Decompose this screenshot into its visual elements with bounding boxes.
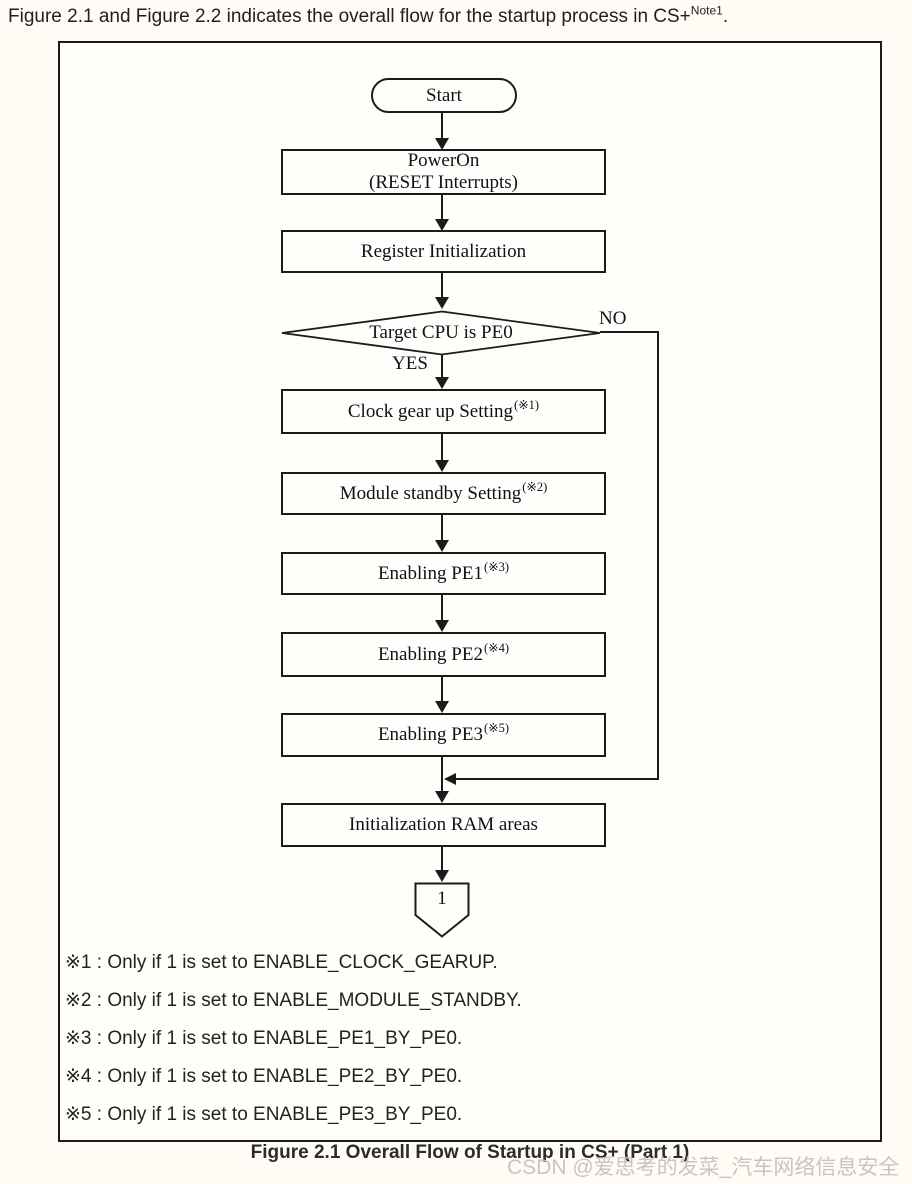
arrowhead-down-icon <box>435 377 449 389</box>
enable-pe1-note-ref: (※3) <box>483 559 510 574</box>
flow-node-enable-pe2: Enabling PE2(※4) <box>281 632 606 677</box>
connector-line <box>441 434 443 461</box>
watermark-text: CSDN @爱思考的发菜_汽车网络信息安全 <box>507 1156 900 1179</box>
arrowhead-down-icon <box>435 791 449 803</box>
flow-node-enable-pe1: Enabling PE1(※3) <box>281 552 606 595</box>
enable-pe3-note-ref: (※5) <box>483 721 510 735</box>
flow-node-poweron: PowerOn (RESET Interrupts) <box>281 149 606 195</box>
arrowhead-down-icon <box>435 701 449 713</box>
flow-node-enable-pe3-label: Enabling PE3 <box>377 724 483 745</box>
arrowhead-down-icon <box>435 138 449 150</box>
connector-line <box>441 515 443 541</box>
connector-line <box>441 195 443 220</box>
arrowhead-left-icon <box>444 773 456 785</box>
flow-node-poweron-line1: PowerOn <box>407 150 480 171</box>
note-superscript: Note1 <box>690 3 723 18</box>
enable-pe2-note-ref: (※4) <box>483 640 510 655</box>
flow-node-init-ram: Initialization RAM areas <box>281 803 606 847</box>
flow-node-enable-pe3: Enabling PE3(※5) <box>281 713 606 757</box>
connector-line <box>441 355 443 378</box>
flow-decision-target-cpu: Target CPU is PE0 <box>280 310 602 356</box>
footnote-4: ※4 : Only if 1 is set to ENABLE_PE2_BY_P… <box>65 1066 463 1087</box>
no-branch-line <box>454 778 659 780</box>
flow-node-start: Start <box>371 78 517 113</box>
connector-line <box>441 595 443 621</box>
flow-node-poweron-line2: (RESET Interrupts) <box>369 172 518 193</box>
flow-node-register-init: Register Initialization <box>281 230 606 273</box>
clock-gearup-note-ref: (※1) <box>514 397 540 412</box>
diamond-shape <box>281 310 601 356</box>
connector-line <box>441 677 443 702</box>
footnote-5: ※5 : Only if 1 is set to ENABLE_PE3_BY_P… <box>65 1104 463 1125</box>
footnote-2: ※2 : Only if 1 is set to ENABLE_MODULE_S… <box>65 990 522 1011</box>
intro-text: Figure 2.1 and Figure 2.2 indicates the … <box>8 6 691 27</box>
arrowhead-down-icon <box>435 540 449 552</box>
arrowhead-down-icon <box>435 870 449 882</box>
arrowhead-down-icon <box>435 297 449 309</box>
arrowhead-down-icon <box>435 219 449 231</box>
offpage-connector-label: 1 <box>437 888 447 909</box>
flow-node-clock-gearup-label: Clock gear up Setting <box>347 400 514 422</box>
flow-node-enable-pe1-label: Enabling PE1 <box>377 562 483 584</box>
flow-node-init-ram-label: Initialization RAM areas <box>349 814 538 835</box>
flow-node-register-init-label: Register Initialization <box>360 240 527 262</box>
no-branch-line <box>657 331 659 779</box>
branch-label-no: NO <box>599 308 627 329</box>
flow-node-module-standby-label: Module standby Setting <box>339 482 522 504</box>
module-standby-note-ref: (※2) <box>522 479 548 494</box>
figure-caption: Figure 2.1 Overall Flow of Startup in CS… <box>250 1142 690 1163</box>
arrowhead-down-icon <box>435 620 449 632</box>
no-branch-line <box>600 331 659 333</box>
offpage-connector: 1 <box>414 882 470 938</box>
offpage-connector-shape <box>414 882 470 938</box>
flow-node-start-label: Start <box>426 84 462 106</box>
connector-line <box>441 757 443 792</box>
connector-line <box>441 847 443 872</box>
intro-sentence: Figure 2.1 and Figure 2.2 indicates the … <box>8 5 888 29</box>
connector-line <box>441 113 443 140</box>
branch-label-yes: YES <box>392 353 428 374</box>
intro-period: . <box>722 6 729 27</box>
flow-decision-label: Target CPU is PE0 <box>369 322 513 343</box>
flow-node-module-standby: Module standby Setting(※2) <box>281 472 606 515</box>
flow-node-enable-pe2-label: Enabling PE2 <box>377 643 483 665</box>
connector-line <box>441 273 443 298</box>
footnote-1: ※1 : Only if 1 is set to ENABLE_CLOCK_GE… <box>65 952 498 973</box>
arrowhead-down-icon <box>435 460 449 472</box>
flow-node-clock-gearup: Clock gear up Setting(※1) <box>281 389 606 434</box>
footnote-3: ※3 : Only if 1 is set to ENABLE_PE1_BY_P… <box>65 1028 463 1049</box>
